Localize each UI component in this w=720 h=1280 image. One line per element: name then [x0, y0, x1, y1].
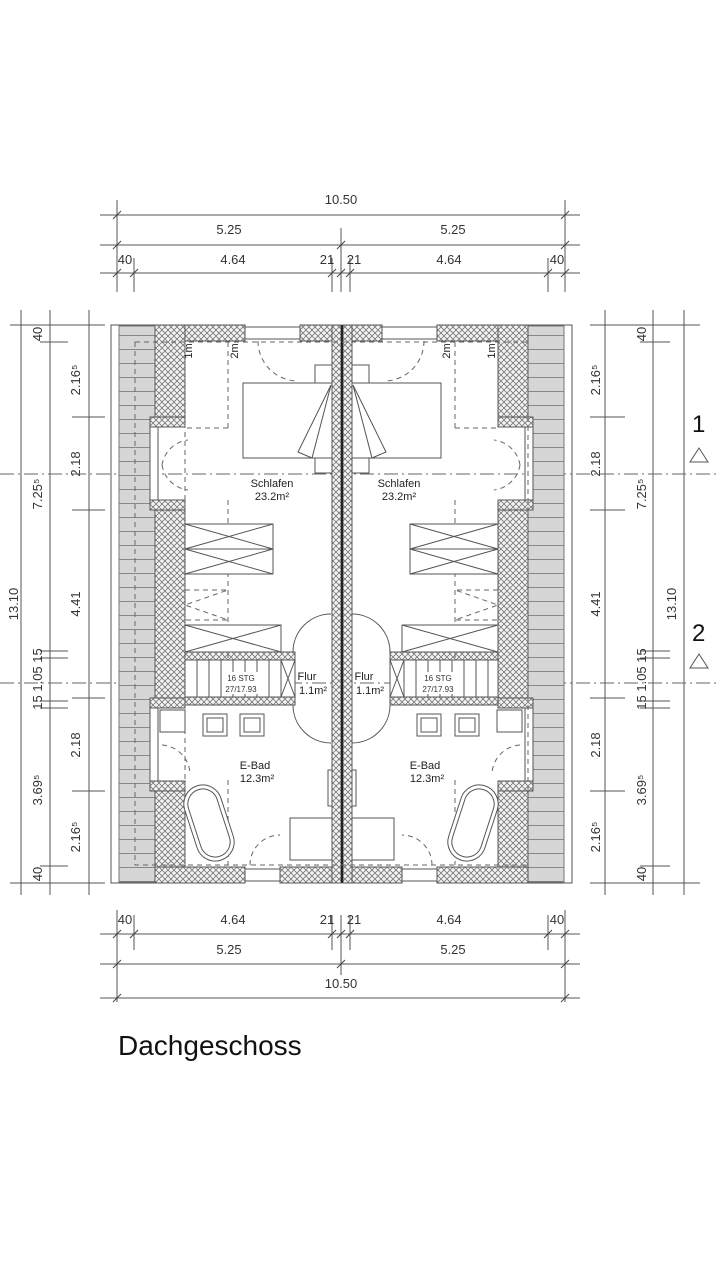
room-area: 12.3m² [240, 773, 275, 785]
dim-seg: 21 [347, 252, 361, 267]
room-area: 23.2m² [255, 491, 290, 503]
axis-marker-triangle-icon [689, 653, 709, 669]
dim-seg: 40 [634, 327, 649, 341]
bottom-dimension-chain: 40 4.64 21 21 4.64 40 5.25 5.25 10.50 [100, 910, 580, 1003]
dim-seg: 2.18 [588, 732, 603, 757]
dim-seg: 2.18 [68, 732, 83, 757]
dim-seg: 2.16⁵ [68, 365, 83, 396]
room-area: 23.2m² [382, 491, 417, 503]
drawing-title: Dachgeschoss [118, 1030, 302, 1061]
dim-seg: 40 [118, 912, 132, 927]
dim-seg: 2.18 [588, 451, 603, 476]
room-area: 1.1m² [299, 685, 327, 697]
dim-seg: 4.64 [436, 912, 461, 927]
dim-seg: 2.16⁵ [588, 365, 603, 396]
door-swings [161, 340, 521, 866]
dim-seg: 4.41 [68, 591, 83, 616]
dim-seg: 2.16⁵ [588, 822, 603, 853]
height-mark: 2m [441, 343, 453, 358]
dim-seg: 21 [320, 912, 334, 927]
dim-seg: 4.64 [436, 252, 461, 267]
dim-seg: 40 [550, 912, 564, 927]
dim-overall-width: 10.50 [325, 976, 358, 991]
stair-steps-label: 16 STG [424, 674, 452, 683]
dim-seg: 4.41 [588, 591, 603, 616]
room-area: 1.1m² [356, 685, 384, 697]
room-name-flur-right: Flur [355, 671, 374, 683]
axis-label-1: 1 [692, 411, 705, 438]
building-outline [110, 324, 573, 884]
dim-seg: 7.25⁵ [634, 479, 649, 510]
height-mark: 1m [486, 343, 498, 358]
room-name-schlafen-right: Schlafen [378, 478, 421, 490]
dim-seg: 4.64 [220, 912, 245, 927]
dim-seg: 40 [634, 867, 649, 881]
bed-right [351, 364, 442, 474]
dim-seg: 2.18 [68, 451, 83, 476]
right-dimension-chain: 2.16⁵ 2.18 4.41 2.18 2.16⁵ 40 7.25⁵ 15 1… [588, 310, 700, 895]
stair-steps-label: 16 STG [227, 674, 255, 683]
top-dimension-chain: 10.50 5.25 5.25 40 4.64 21 21 4.64 40 [100, 192, 580, 292]
dim-seg: 40 [118, 252, 132, 267]
dim-half-left: 5.25 [216, 942, 241, 957]
dim-seg: 4.64 [220, 252, 245, 267]
bathroom-fixtures-right [351, 709, 523, 862]
bed-left [242, 364, 333, 474]
axis-label-2: 2 [692, 620, 705, 647]
dim-seg: 40 [550, 252, 564, 267]
dim-seg: 40 [30, 327, 45, 341]
stair-ratio-label: 27/17.93 [422, 685, 454, 694]
left-dimension-chain: 13.10 40 7.25⁵ 15 1.05 15 3.69⁵ 40 2.16⁵… [6, 310, 105, 895]
dim-seg-stack: 15 1.05 15 [634, 648, 649, 709]
wardrobes [183, 523, 500, 653]
room-name-schlafen-left: Schlafen [251, 478, 294, 490]
dim-overall-depth: 13.10 [6, 588, 21, 621]
dim-seg: 21 [320, 252, 334, 267]
bathroom-fixtures-left [159, 709, 333, 862]
dim-seg: 3.69⁵ [634, 775, 649, 806]
dim-half-right: 5.25 [440, 222, 465, 237]
axis-marker-triangle-icon [689, 447, 709, 463]
room-name-ebad-left: E-Bad [240, 760, 271, 772]
height-mark: 1m [183, 343, 195, 358]
stair-label-bg [420, 672, 458, 694]
dim-seg: 7.25⁵ [30, 479, 45, 510]
height-mark: 2m [229, 343, 241, 358]
dim-seg: 3.69⁵ [30, 775, 45, 806]
dim-half-left: 5.25 [216, 222, 241, 237]
stair-ratio-label: 27/17.93 [225, 685, 257, 694]
room-name-ebad-right: E-Bad [410, 760, 441, 772]
dim-seg-stack: 15 1.05 15 [30, 648, 45, 709]
dim-seg: 40 [30, 867, 45, 881]
dim-overall-depth: 13.10 [664, 588, 679, 621]
dim-seg: 2.16⁵ [68, 822, 83, 853]
room-name-flur-left: Flur [298, 671, 317, 683]
dim-half-right: 5.25 [440, 942, 465, 957]
stair-label-bg [222, 672, 260, 694]
room-area: 12.3m² [410, 773, 445, 785]
dim-seg: 21 [347, 912, 361, 927]
dim-overall-width: 10.50 [325, 192, 358, 207]
